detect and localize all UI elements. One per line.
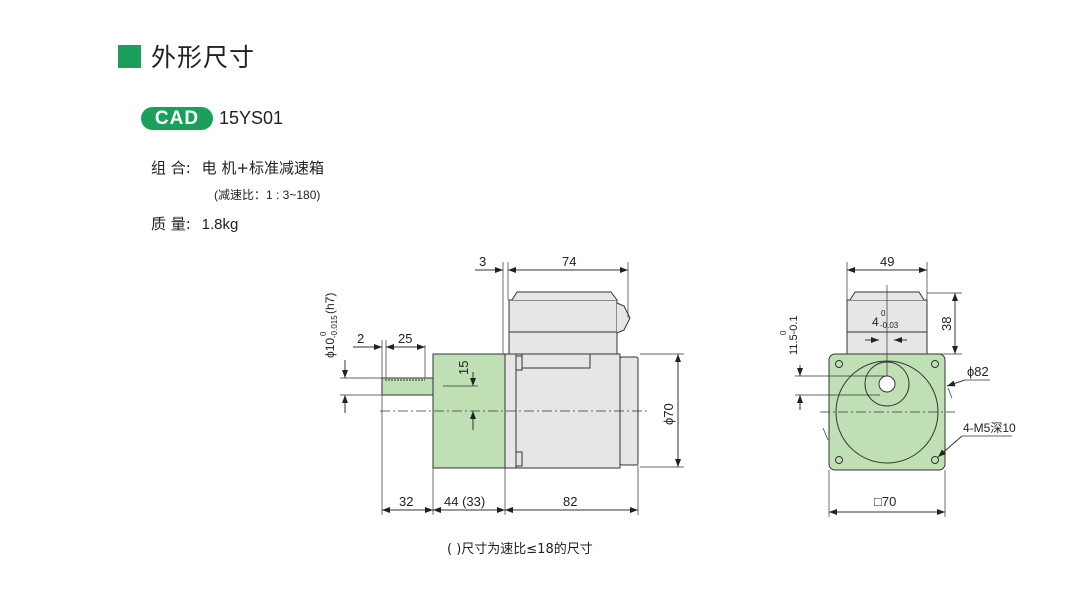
dim-shaft-dia-main: ϕ10 <box>323 338 337 358</box>
combo-label: 组 合: <box>151 159 191 177</box>
terminal-box <box>508 299 618 355</box>
dim-70-dia: ϕ70 <box>661 403 676 425</box>
section-marker <box>118 45 141 68</box>
model-number: 15YS01 <box>219 108 284 128</box>
mass-value: 1.8kg <box>201 216 239 233</box>
combo-row: 组 合: 电 机+标准减速箱 <box>151 157 324 178</box>
dimension-labels: 3 74 2 25 15 ϕ10 0 -0.015 (h7) ϕ70 32 44… <box>319 254 1016 509</box>
dim-2: 2 <box>357 331 364 346</box>
ratio-note: (减速比：1 : 3~180) <box>214 188 321 202</box>
dim-shaft-dia-fit: (h7) <box>323 293 337 314</box>
dim-11-5-tol: 0 <box>779 330 788 335</box>
dim-32: 32 <box>399 494 413 509</box>
dim-11-5: 11.5-0.1 <box>788 315 800 355</box>
mass-row: 质 量: 1.8kg <box>151 213 238 234</box>
side-view <box>340 262 684 515</box>
dim-key: 4 <box>872 315 879 329</box>
dim-25: 25 <box>398 331 412 346</box>
dim-key-tol-up: 0 <box>881 309 886 318</box>
front-view <box>795 262 1012 517</box>
combo-value: 电 机+标准减速箱 <box>201 159 324 177</box>
dim-key-tol-low: -0.03 <box>880 321 899 330</box>
dim-38: 38 <box>939 317 954 331</box>
dim-square-70: □70 <box>874 494 896 509</box>
dim-74: 74 <box>562 254 576 269</box>
dim-shaft-dia-tol-up: 0 <box>319 331 328 336</box>
dim-3: 3 <box>479 254 486 269</box>
dim-49: 49 <box>880 254 894 269</box>
dim-shaft-diameter: ϕ10 0 -0.015 (h7) <box>319 293 339 358</box>
caption: ( )尺寸为速比≤18的尺寸 <box>447 542 593 557</box>
dim-15: 15 <box>456 361 471 375</box>
cad-badge[interactable]: CAD <box>141 107 213 130</box>
output-shaft <box>381 377 434 396</box>
dim-82: 82 <box>563 494 577 509</box>
dim-44: 44 (33) <box>444 494 485 509</box>
dim-holes: 4-M5深10 <box>963 421 1016 435</box>
dim-shaft-dia-tol-low: -0.015 <box>330 315 339 338</box>
section-title: 外形尺寸 <box>151 43 256 72</box>
dim-82-dia: ϕ82 <box>967 364 989 379</box>
mass-label: 质 量: <box>151 215 191 233</box>
